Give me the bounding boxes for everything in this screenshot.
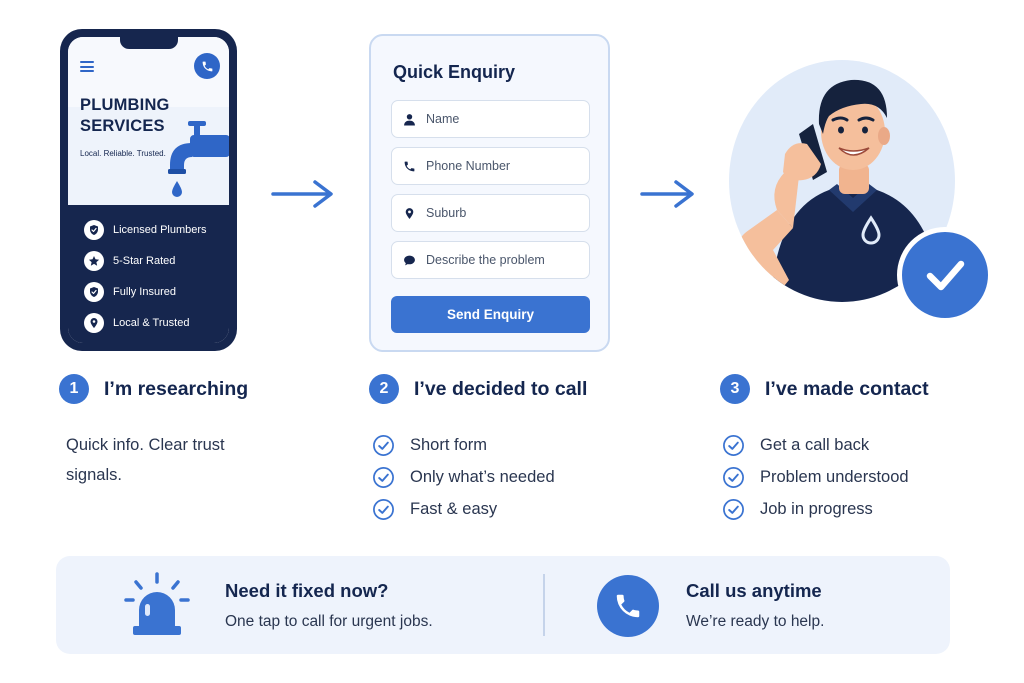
trust-item-label: Local & Trusted <box>113 316 190 329</box>
field-placeholder: Phone Number <box>426 159 511 173</box>
checklist-text: Short form <box>410 435 488 454</box>
emergency-siren-icon <box>124 572 190 635</box>
check-circle-icon <box>723 466 744 488</box>
checkmark-icon <box>926 260 965 291</box>
checklist-text: Job in progress <box>760 499 873 518</box>
urgent-title: Need it fixed now? <box>225 580 389 601</box>
faucet-icon <box>168 121 229 197</box>
phone-screen: PLUMBING SERVICES Local. Reliable. Trust… <box>68 37 229 343</box>
step-number-badge: 3 <box>720 374 750 404</box>
phone-title-line1: PLUMBING <box>80 96 170 114</box>
step-2-checklist: Short form Only what’s needed Fast & eas… <box>372 429 555 525</box>
problem-description-field[interactable]: Describe the problem <box>391 241 590 279</box>
urgent-subtitle: One tap to call for urgent jobs. <box>225 613 433 630</box>
success-check-badge <box>897 227 993 323</box>
phone-icon <box>616 594 640 618</box>
phone-hero-title: PLUMBING SERVICES <box>80 95 170 137</box>
trust-item-label: Fully Insured <box>113 285 176 298</box>
trust-item: 5-Star Rated <box>68 245 229 276</box>
bottom-banner: Need it fixed now? One tap to call for u… <box>56 556 950 654</box>
list-item: Get a call back <box>722 429 909 461</box>
send-enquiry-button[interactable]: Send Enquiry <box>391 296 590 333</box>
arrow-right-icon <box>271 180 333 208</box>
check-circle-icon <box>373 434 394 456</box>
step-1-header: 1 I’m researching <box>59 374 248 404</box>
phone-title-line2: SERVICES <box>80 117 165 135</box>
suburb-field[interactable]: Suburb <box>391 194 590 232</box>
check-circle-icon <box>723 498 744 520</box>
phone-call-button[interactable] <box>194 53 220 79</box>
phone-notch <box>120 37 178 49</box>
step-3-header: 3 I’ve made contact <box>720 374 929 404</box>
check-circle-icon <box>373 466 394 488</box>
phone-number-field[interactable]: Phone Number <box>391 147 590 185</box>
checklist-text: Only what’s needed <box>410 467 555 486</box>
shield-check-icon <box>84 219 104 240</box>
call-subtitle: We’re ready to help. <box>686 613 825 630</box>
shield-check-icon <box>84 281 104 302</box>
step-3-checklist: Get a call back Problem understood Job i… <box>722 429 909 525</box>
quick-enquiry-form: Quick Enquiry Name Phone Number Suburb D… <box>369 34 610 352</box>
trust-item-label: 5-Star Rated <box>113 254 176 267</box>
field-placeholder: Suburb <box>426 206 467 220</box>
hamburger-menu-icon[interactable] <box>80 61 94 72</box>
trust-item-label: Licensed Plumbers <box>113 223 207 236</box>
trust-item: Licensed Plumbers <box>68 214 229 245</box>
trust-item: Fully Insured <box>68 276 229 307</box>
phone-tagline: Local. Reliable. Trusted. <box>80 149 166 158</box>
arrow-right-icon <box>640 180 694 208</box>
call-title: Call us anytime <box>686 580 822 601</box>
checklist-text: Problem understood <box>760 467 909 486</box>
check-circle-icon <box>723 434 744 456</box>
name-field[interactable]: Name <box>391 100 590 138</box>
location-pin-icon <box>402 206 416 220</box>
phone-mockup: PLUMBING SERVICES Local. Reliable. Trust… <box>60 29 237 351</box>
list-item: Only what’s needed <box>372 461 555 493</box>
list-item: Job in progress <box>722 493 909 525</box>
star-icon <box>84 250 104 271</box>
trust-item: Local & Trusted <box>68 307 229 338</box>
location-pin-icon <box>84 312 104 333</box>
step-title: I’ve decided to call <box>414 377 588 400</box>
chat-bubble-icon <box>402 253 416 267</box>
checklist-text: Fast & easy <box>410 499 498 518</box>
step-title: I’m researching <box>104 377 249 400</box>
list-item: Problem understood <box>722 461 909 493</box>
field-placeholder: Name <box>426 112 460 126</box>
check-circle-icon <box>373 498 394 520</box>
user-icon <box>402 112 416 126</box>
phone-icon <box>402 159 416 173</box>
step-number-badge: 2 <box>369 374 399 404</box>
banner-divider <box>543 574 545 636</box>
checklist-text: Get a call back <box>760 435 870 454</box>
step-title: I’ve made contact <box>765 377 929 400</box>
list-item: Fast & easy <box>372 493 555 525</box>
trust-list: Licensed Plumbers 5-Star Rated Fully Ins… <box>68 205 229 343</box>
form-title: Quick Enquiry <box>393 62 516 82</box>
step-2-header: 2 I’ve decided to call <box>369 374 587 404</box>
field-placeholder: Describe the problem <box>426 253 545 267</box>
step-1-description: Quick info. Clear trust signals. <box>66 436 225 484</box>
step-number-badge: 1 <box>59 374 89 404</box>
list-item: Short form <box>372 429 555 461</box>
phone-icon <box>202 61 212 71</box>
call-us-button[interactable] <box>597 575 659 637</box>
